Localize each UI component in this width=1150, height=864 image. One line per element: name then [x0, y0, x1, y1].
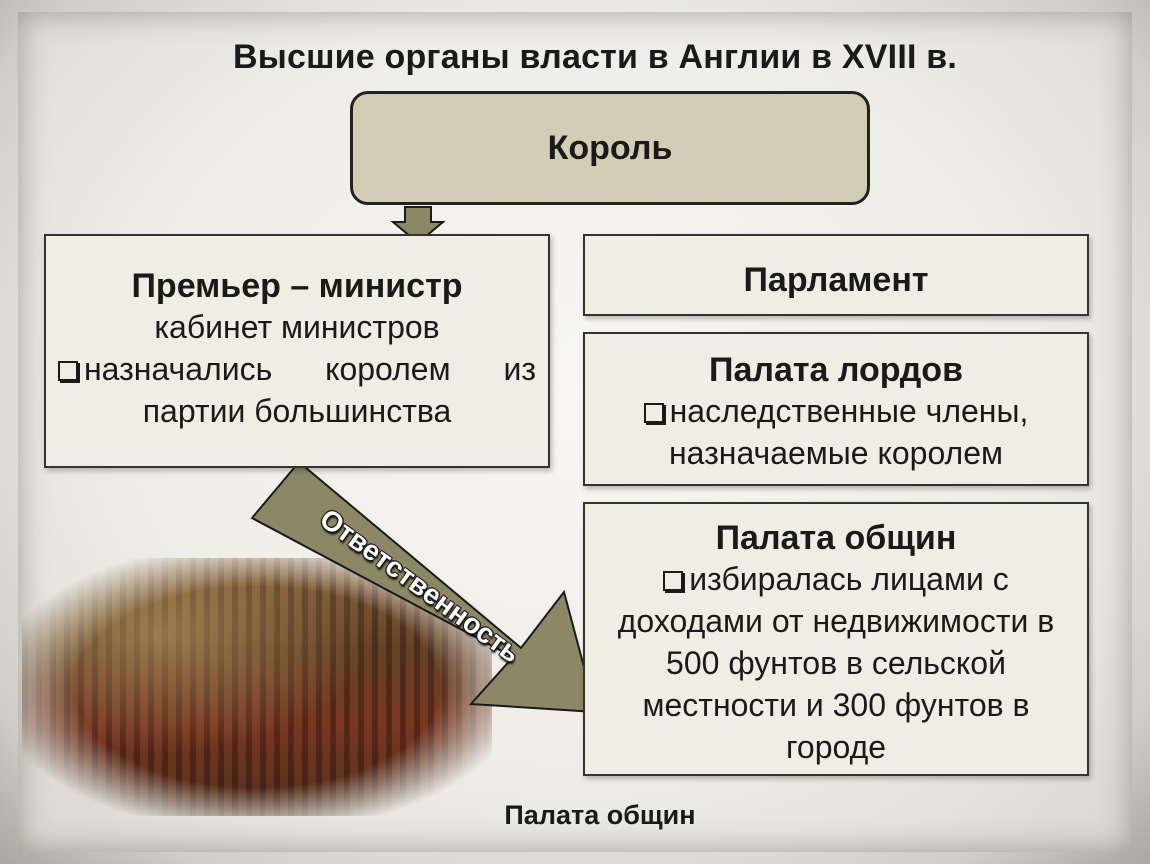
lords-bullet-row: наследственные члены,	[585, 390, 1087, 432]
commons-text-4: местности и 300 фунтов в	[642, 687, 1030, 723]
king-box: Король	[350, 91, 870, 205]
prime-minister-heading: Премьер – министр	[131, 267, 463, 305]
commons-text-2: доходами от недвижимости в	[617, 603, 1055, 639]
pm-bullet-text: назначались королем из	[84, 351, 536, 387]
checkbox-bullet-icon	[58, 361, 78, 381]
commons-text-3: 500 фунтов в сельской	[666, 645, 1006, 681]
down-arrow-icon	[390, 206, 446, 245]
house-of-commons-box: Палата общин избиралась лицами с доходам…	[583, 502, 1089, 776]
pm-bullet-text-2: партии большинства	[142, 393, 452, 429]
lords-heading: Палата лордов	[709, 351, 963, 389]
parliament-box: Парламент	[583, 234, 1089, 316]
slide-title: Высшие органы власти в Англии в XVIII в.	[232, 38, 958, 76]
commons-bullet-row: избиралась лицами с	[585, 558, 1087, 600]
photo-caption: Палата общин	[504, 800, 696, 830]
checkbox-bullet-icon	[643, 403, 664, 423]
responsibility-arrow-icon	[250, 460, 598, 714]
commons-text-5: городе	[785, 729, 887, 765]
prime-minister-box: Премьер – министр кабинет министров назн…	[44, 234, 550, 468]
cabinet-subtitle: кабинет министров	[154, 309, 440, 345]
parliament-heading: Парламент	[743, 261, 929, 299]
pm-bullet-row: назначались королем из	[46, 348, 548, 390]
lords-bullet-text-2: назначаемые королем	[668, 435, 1003, 471]
lords-bullet-text: наследственные члены,	[669, 393, 1029, 429]
checkbox-bullet-icon	[663, 571, 684, 591]
king-label: Король	[547, 128, 673, 167]
house-of-lords-box: Палата лордов наследственные члены, назн…	[583, 332, 1089, 486]
commons-bullet-text: избиралась лицами с	[689, 561, 1009, 597]
commons-heading: Палата общин	[715, 519, 957, 557]
